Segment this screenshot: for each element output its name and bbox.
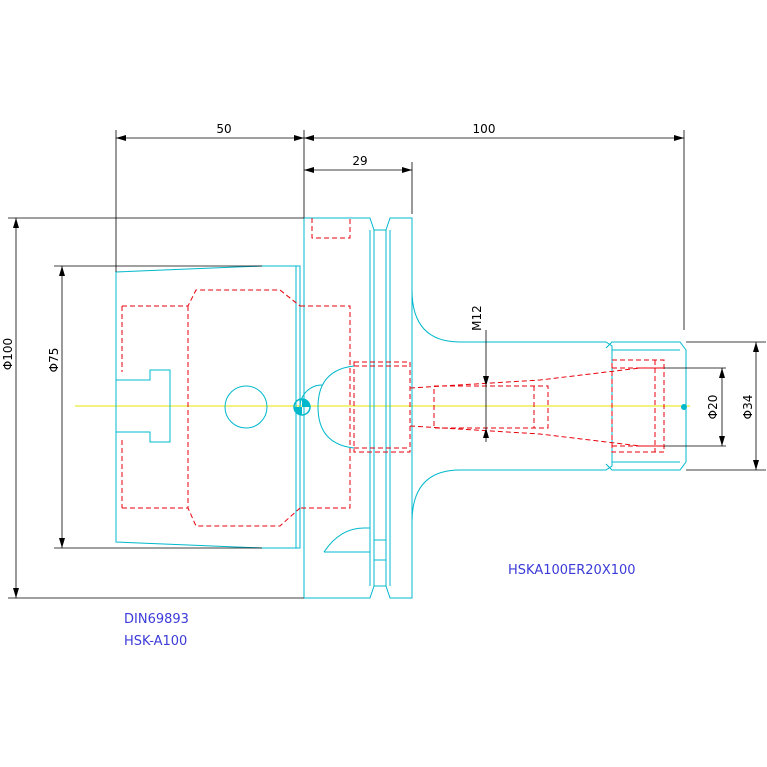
- nose-construction-arc: [317, 365, 355, 449]
- dim-lines-horizontal: [115, 130, 685, 330]
- origin-marker: [293, 398, 687, 416]
- dim-length-flange: 29: [352, 154, 367, 168]
- dim-arrows-thread: [483, 376, 489, 438]
- dim-length-total: 100: [473, 122, 496, 136]
- part-code-label: HSKA100ER20X100: [508, 563, 636, 578]
- hidden-features: [121, 218, 665, 527]
- dim-arrows-vertical-left: [13, 218, 65, 598]
- dim-lines-vertical-left: [8, 217, 304, 599]
- dim-lines-vertical-right: [664, 341, 766, 471]
- dim-length-taper: 50: [216, 122, 231, 136]
- dim-arrows-vertical-right: [719, 342, 759, 470]
- dim-thread-m12: M12: [470, 305, 484, 331]
- dim-dia-20: Φ20: [706, 395, 720, 420]
- dim-dia-100: Φ100: [1, 338, 15, 370]
- drawing-sheet: [0, 120, 767, 650]
- interface-label: HSK-A100: [124, 634, 187, 649]
- dim-arrows-horizontal: [116, 135, 684, 173]
- dim-dia-75: Φ75: [47, 348, 61, 373]
- standard-label: DIN69893: [124, 612, 189, 627]
- dim-dia-34: Φ34: [741, 395, 755, 420]
- flange-outline: [299, 217, 413, 599]
